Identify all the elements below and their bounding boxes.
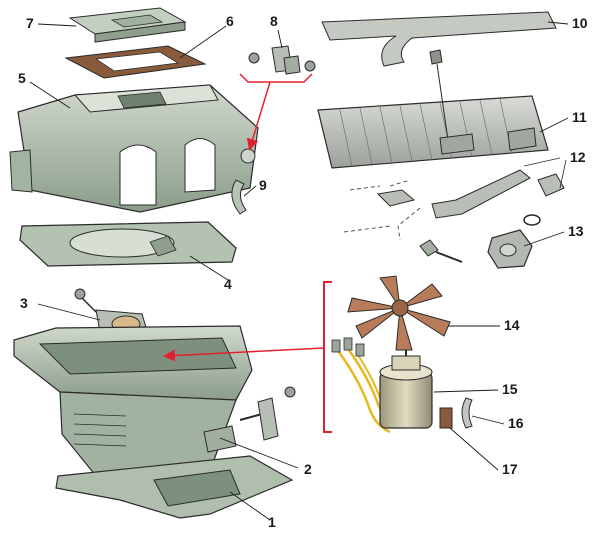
mounting-bracket-kit: [239, 45, 316, 151]
callout-2: 2: [304, 461, 312, 477]
leader-lines: [29, 21, 569, 521]
fan-impeller: [347, 275, 451, 351]
upper-flap-cover: [68, 7, 187, 43]
callout-5: 5: [18, 70, 26, 86]
gasket: [64, 45, 207, 79]
callout-9: 9: [259, 177, 267, 193]
fan-motor: [331, 337, 433, 434]
radiator-seal: [321, 11, 557, 67]
upper-heater-housing: [9, 84, 259, 213]
connecting-pipes: [343, 157, 567, 241]
callout-3: 3: [20, 295, 28, 311]
o-ring: [523, 214, 541, 226]
callout-17: 17: [502, 461, 518, 477]
callout-7: 7: [26, 15, 34, 31]
motor-clip: [461, 397, 473, 429]
callout-13: 13: [568, 223, 584, 239]
callout-14: 14: [504, 317, 520, 333]
callout-1: 1: [268, 514, 276, 530]
callout-6: 6: [226, 13, 234, 29]
rubber-pad: [439, 407, 453, 429]
callout-11: 11: [572, 109, 587, 125]
pipe-bolt: [419, 239, 463, 263]
callout-16: 16: [508, 415, 524, 431]
lower-heater-housing: [13, 325, 294, 519]
lower-bracket-kit: [239, 386, 296, 441]
callout-12: 12: [570, 149, 586, 165]
flap-plate: [19, 221, 237, 267]
callout-4: 4: [224, 276, 232, 292]
heater-radiator: [317, 49, 549, 169]
heater-valve: [487, 229, 533, 269]
clip: [231, 179, 247, 215]
group-bracket: [323, 281, 332, 433]
motor-install-arrow: [163, 347, 325, 362]
callout-10: 10: [572, 15, 588, 31]
callout-15: 15: [502, 381, 518, 397]
callout-8: 8: [270, 13, 278, 29]
